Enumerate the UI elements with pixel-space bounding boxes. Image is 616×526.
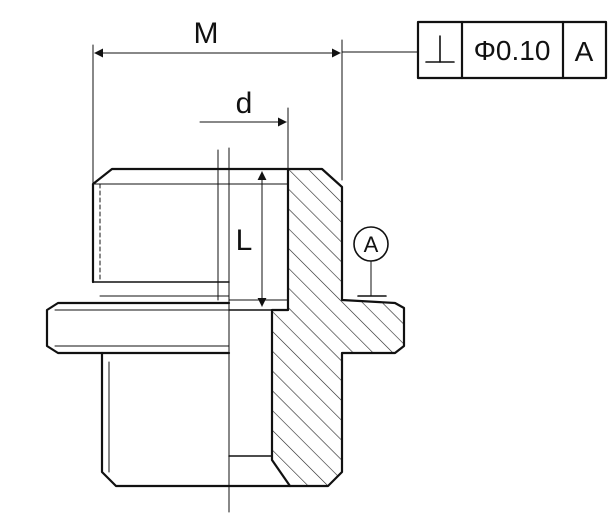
- tolerance-datum-reference: A: [575, 36, 594, 67]
- dimension-l: L: [236, 171, 267, 307]
- geometric-tolerance-frame: Φ0.10 A: [416, 20, 608, 80]
- section-outline: [270, 167, 406, 488]
- datum-letter: A: [364, 232, 379, 257]
- perpendicularity-icon: [425, 35, 455, 63]
- tolerance-value: Φ0.10: [474, 35, 551, 66]
- flange-outline: [45, 301, 231, 355]
- dimension-m: M: [92, 17, 343, 283]
- l-label: L: [236, 224, 253, 257]
- section-hatching: [272, 169, 404, 486]
- dimension-d: d: [199, 87, 289, 181]
- part-body: [45, 149, 406, 488]
- tolerance-frame-border: [416, 20, 608, 80]
- upper-body-outline: [91, 167, 290, 284]
- d-label: d: [236, 87, 253, 120]
- datum-feature-symbol: A: [353, 226, 389, 297]
- lower-body-outline: [100, 351, 292, 488]
- m-label: M: [194, 17, 219, 50]
